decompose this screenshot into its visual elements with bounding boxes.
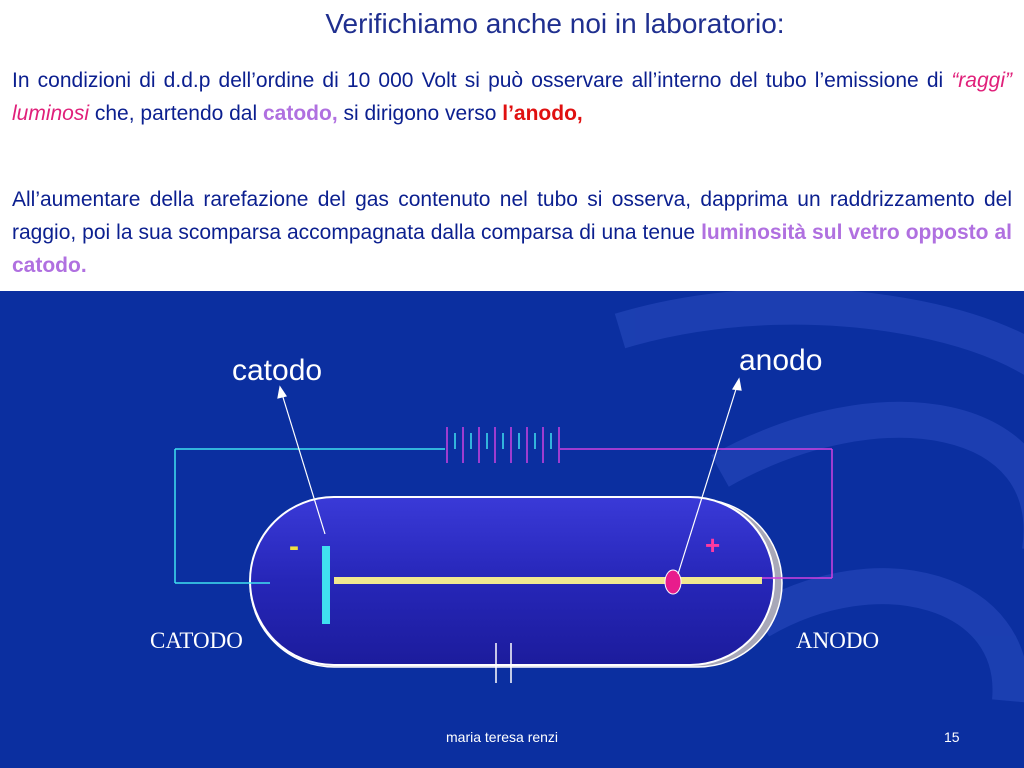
electron-beam xyxy=(334,577,762,584)
p1-text-3: si dirigono verso xyxy=(337,102,503,125)
diagram-panel: - + catodo anodo CATODO ANODO maria tere… xyxy=(0,291,1024,768)
cathode-wire xyxy=(174,448,445,584)
p1-anodo: l’anodo xyxy=(502,102,577,125)
cathode-tube-diagram: - + xyxy=(174,291,1024,703)
CATODO-label: CATODO xyxy=(150,628,243,653)
anode-electrode xyxy=(664,569,682,595)
paragraph-2: All’aumentare della rarefazione del gas … xyxy=(12,183,1012,282)
slide-title: Verifichiamo anche noi in laboratorio: xyxy=(325,8,785,39)
p1-comma: , xyxy=(576,102,583,125)
p2-text-1: All’aumentare della rarefazione del gas … xyxy=(12,188,1012,244)
page-number: 15 xyxy=(944,729,960,745)
background-swoosh xyxy=(614,291,1024,703)
paragraph-1: In condizioni di d.d.p dell’ordine di 10… xyxy=(12,64,1012,130)
plus-sign: + xyxy=(705,530,720,560)
minus-sign: - xyxy=(289,530,299,563)
anodo-label: anodo xyxy=(739,344,823,377)
bottom-connector-icon xyxy=(495,643,512,683)
p1-text-1: In condizioni di d.d.p dell’ordine di 10… xyxy=(12,69,952,92)
cathode-plate xyxy=(322,546,330,624)
p1-raggi-luminosi: “raggi” luminosi xyxy=(12,69,1012,125)
ANODO-label: ANODO xyxy=(796,628,880,653)
p2-luminosita: luminosità sul vetro opposto al catodo. xyxy=(12,221,1012,277)
catodo-pointer-arrow xyxy=(277,385,326,535)
p1-text-2: che, partendo dal xyxy=(89,102,263,125)
p1-catodo: catodo, xyxy=(263,102,338,125)
battery-icon xyxy=(446,427,560,463)
catodo-label: catodo xyxy=(232,354,323,387)
anode-wire xyxy=(560,448,833,579)
anodo-pointer-arrow xyxy=(677,377,742,575)
footer-author: maria teresa renzi xyxy=(446,729,559,745)
